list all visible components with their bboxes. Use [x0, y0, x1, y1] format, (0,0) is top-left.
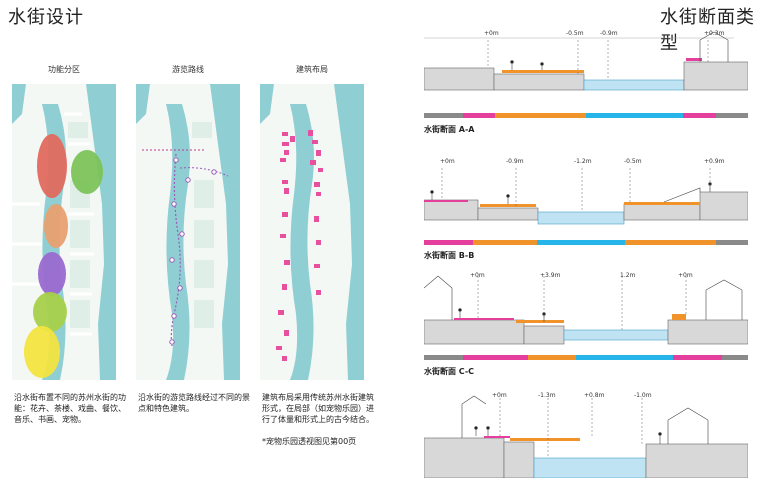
- c-elev-2: +3.9m: [540, 272, 561, 279]
- c-elev-3: 1.2m: [620, 272, 636, 279]
- section-c-title: 水街断面 C-C: [424, 367, 475, 376]
- zoning-label: 功能分区: [48, 65, 80, 74]
- a-elev-2: -0.5m: [566, 30, 584, 37]
- b-elev-1: +0m: [440, 158, 455, 165]
- a-elev-1: +0m: [484, 30, 499, 37]
- c-elev-4: +0m: [678, 272, 693, 279]
- d-elev-1: +0m: [492, 392, 507, 399]
- section-a-legend: [424, 113, 748, 118]
- route-map: [136, 84, 240, 380]
- d-elev-4: -1.0m: [634, 392, 652, 399]
- section-c-legend: [424, 355, 748, 360]
- building-note: *宠物乐园透视图见第00页: [262, 437, 357, 446]
- b-elev-3: -1.2m: [574, 158, 592, 165]
- c-elev-1: +0m: [470, 272, 485, 279]
- b-elev-2: -0.9m: [506, 158, 524, 165]
- b-elev-4: -0.5m: [624, 158, 642, 165]
- zoning-map: [12, 84, 116, 380]
- section-c-drawing: [423, 264, 749, 354]
- zoning-description: 沿水街布置不同的苏州水街的功能：花卉、茶楼、戏曲、餐饮、音乐、书画、宠物。: [14, 393, 126, 424]
- building-description: 建筑布局采用传统苏州水街建筑形式，在局部（如宠物乐园）进行了体量和形式上的古今结…: [262, 393, 374, 424]
- b-elev-5: +0.9m: [704, 158, 725, 165]
- building-map: [260, 84, 364, 380]
- section-b-title: 水街断面 B-B: [424, 251, 475, 260]
- a-elev-4: +0.3m: [704, 30, 725, 37]
- building-label: 建筑布局: [296, 65, 328, 74]
- route-label: 游览路线: [172, 65, 204, 74]
- section-d-drawing: [423, 384, 749, 482]
- route-description: 沿水街的游览路线经过不同的景点和特色建筑。: [138, 393, 250, 413]
- section-b-drawing: [423, 148, 749, 244]
- d-elev-2: -1.3m: [538, 392, 556, 399]
- section-a-title: 水街断面 A-A: [424, 125, 475, 134]
- page-title: 水街设计: [8, 7, 84, 28]
- d-elev-3: +0.8m: [584, 392, 605, 399]
- section-a-drawing: [423, 22, 749, 116]
- section-b-legend: [424, 240, 748, 245]
- a-elev-3: -0.9m: [600, 30, 618, 37]
